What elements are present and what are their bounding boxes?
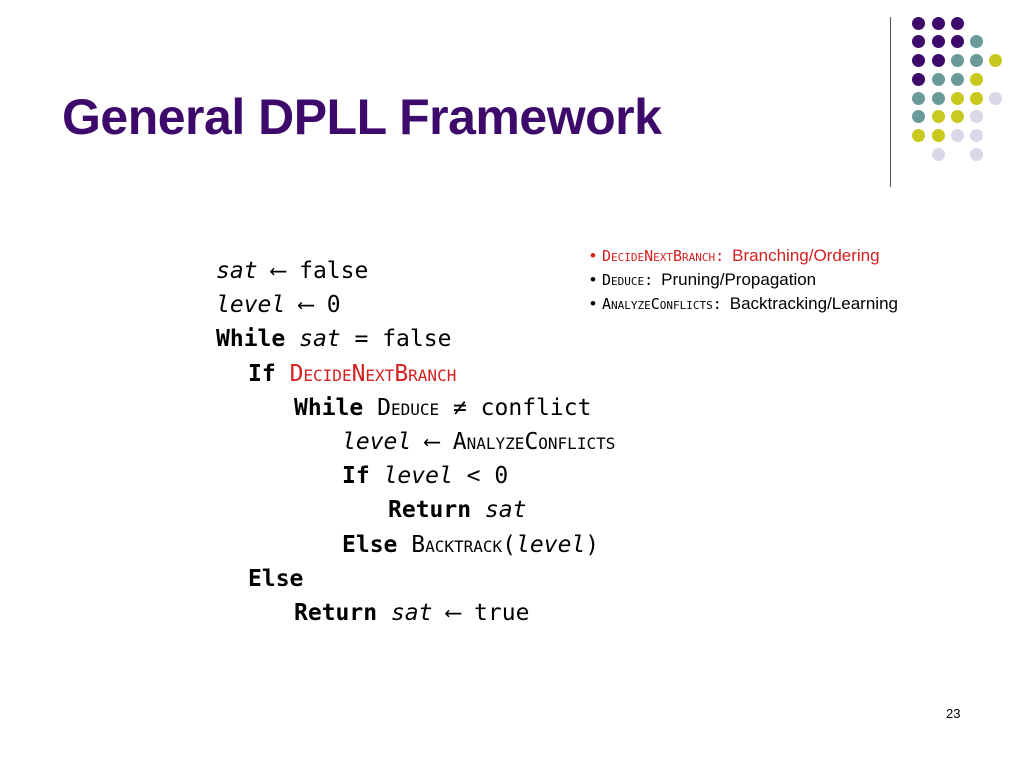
code-var: level (342, 428, 412, 455)
code-line-10: Else (216, 562, 615, 596)
decorative-dot-grid (0, 0, 1024, 200)
decor-dot (970, 35, 983, 48)
bullet-mark: • (590, 294, 596, 313)
bullet-key: Deduce: (601, 271, 654, 289)
decor-dot (932, 35, 945, 48)
code-line-4: If DecideNextBranch (216, 357, 615, 391)
code-function: DecideNextBranch (289, 360, 457, 387)
code-text: ≠ conflict (439, 394, 592, 421)
code-var: level (383, 463, 453, 490)
code-line-9: Else Backtrack(level) (216, 528, 615, 562)
bullet-key: DecideNextBranch: (601, 247, 725, 265)
code-var: sat (216, 258, 258, 284)
code-keyword: If (248, 360, 276, 387)
decor-dot (951, 17, 964, 30)
decor-dot (912, 35, 925, 48)
code-function: Deduce (377, 394, 440, 421)
decor-dot (912, 73, 925, 86)
decor-dot (989, 54, 1002, 67)
decor-dot (970, 92, 983, 105)
code-line-8: Return sat (216, 493, 615, 527)
decor-dot (951, 110, 964, 123)
code-keyword: If (342, 463, 370, 490)
code-var: sat (299, 326, 341, 353)
decor-dot (989, 92, 1002, 105)
decor-dot (932, 17, 945, 30)
code-text: ) (585, 531, 600, 558)
decor-dot (970, 54, 983, 67)
code-line-6: level ⟵ AnalyzeConflicts (216, 425, 615, 459)
bullet-item-analyze: • AnalyzeConflicts: Backtracking/Learning (590, 292, 898, 316)
bullet-list: • DecideNextBranch: Branching/Ordering • De… (590, 244, 898, 316)
code-function: Backtrack (411, 531, 503, 558)
code-line-1: sat ⟵ false (216, 254, 615, 288)
decor-dot (932, 110, 945, 123)
decor-dot (932, 92, 945, 105)
bullet-mark: • (590, 270, 596, 289)
bullet-mark: • (590, 246, 596, 265)
bullet-text: Pruning/Propagation (661, 270, 817, 289)
decor-dot (912, 17, 925, 30)
code-text: true (474, 599, 530, 626)
slide-title: General DPLL Framework (62, 89, 662, 145)
decor-dot (932, 73, 945, 86)
decor-dot (951, 73, 964, 86)
code-op: ⟵ (432, 599, 475, 626)
decor-dot (932, 54, 945, 67)
code-keyword: Else (248, 565, 304, 592)
decor-dot (951, 129, 964, 142)
decor-dot (912, 54, 925, 67)
code-text: 0 (326, 292, 341, 319)
code-op: ⟵ (285, 292, 327, 319)
decor-dot (912, 92, 925, 105)
decor-dot (951, 54, 964, 67)
bullet-text: Branching/Ordering (732, 246, 880, 265)
code-keyword: Else (342, 531, 398, 558)
code-function: AnalyzeConflicts (452, 428, 616, 455)
pseudocode-block: sat ⟵ false level ⟵ 0 While sat = false … (216, 254, 615, 630)
code-var: sat (484, 497, 527, 524)
decor-dot (912, 110, 925, 123)
decor-dot (970, 148, 983, 161)
code-op: ⟵ (257, 258, 300, 284)
decor-dot (951, 35, 964, 48)
code-line-7: If level < 0 (216, 459, 615, 493)
bullet-text: Backtracking/Learning (729, 294, 898, 313)
code-line-3: While sat = false (216, 322, 615, 356)
code-line-11: Return sat ⟵ true (216, 596, 615, 630)
bullet-key: AnalyzeConflicts: (601, 295, 722, 313)
decor-dot (951, 92, 964, 105)
code-text: ( (502, 531, 517, 558)
code-line-5: While Deduce ≠ conflict (216, 391, 615, 425)
bullet-item-decide: • DecideNextBranch: Branching/Ordering (590, 244, 898, 268)
decor-dot (970, 110, 983, 123)
code-var: level (216, 292, 286, 319)
decor-dot (970, 73, 983, 86)
decor-dot (932, 129, 945, 142)
code-op: ⟵ (411, 428, 453, 455)
title-divider-line (890, 17, 891, 187)
code-text: false (299, 258, 369, 284)
decor-dot (912, 129, 925, 142)
decor-dot (932, 148, 945, 161)
bullet-item-deduce: • Deduce: Pruning/Propagation (590, 268, 898, 292)
code-line-2: level ⟵ 0 (216, 288, 615, 322)
code-text: < 0 (452, 463, 509, 490)
code-var: level (516, 531, 586, 558)
code-keyword: While (294, 394, 364, 421)
code-text: = false (340, 326, 452, 353)
code-keyword: Return (294, 599, 378, 626)
code-keyword: Return (388, 497, 472, 524)
code-keyword: While (216, 326, 286, 353)
page-number: 23 (946, 706, 961, 721)
decor-dot (970, 129, 983, 142)
code-var: sat (390, 599, 433, 626)
